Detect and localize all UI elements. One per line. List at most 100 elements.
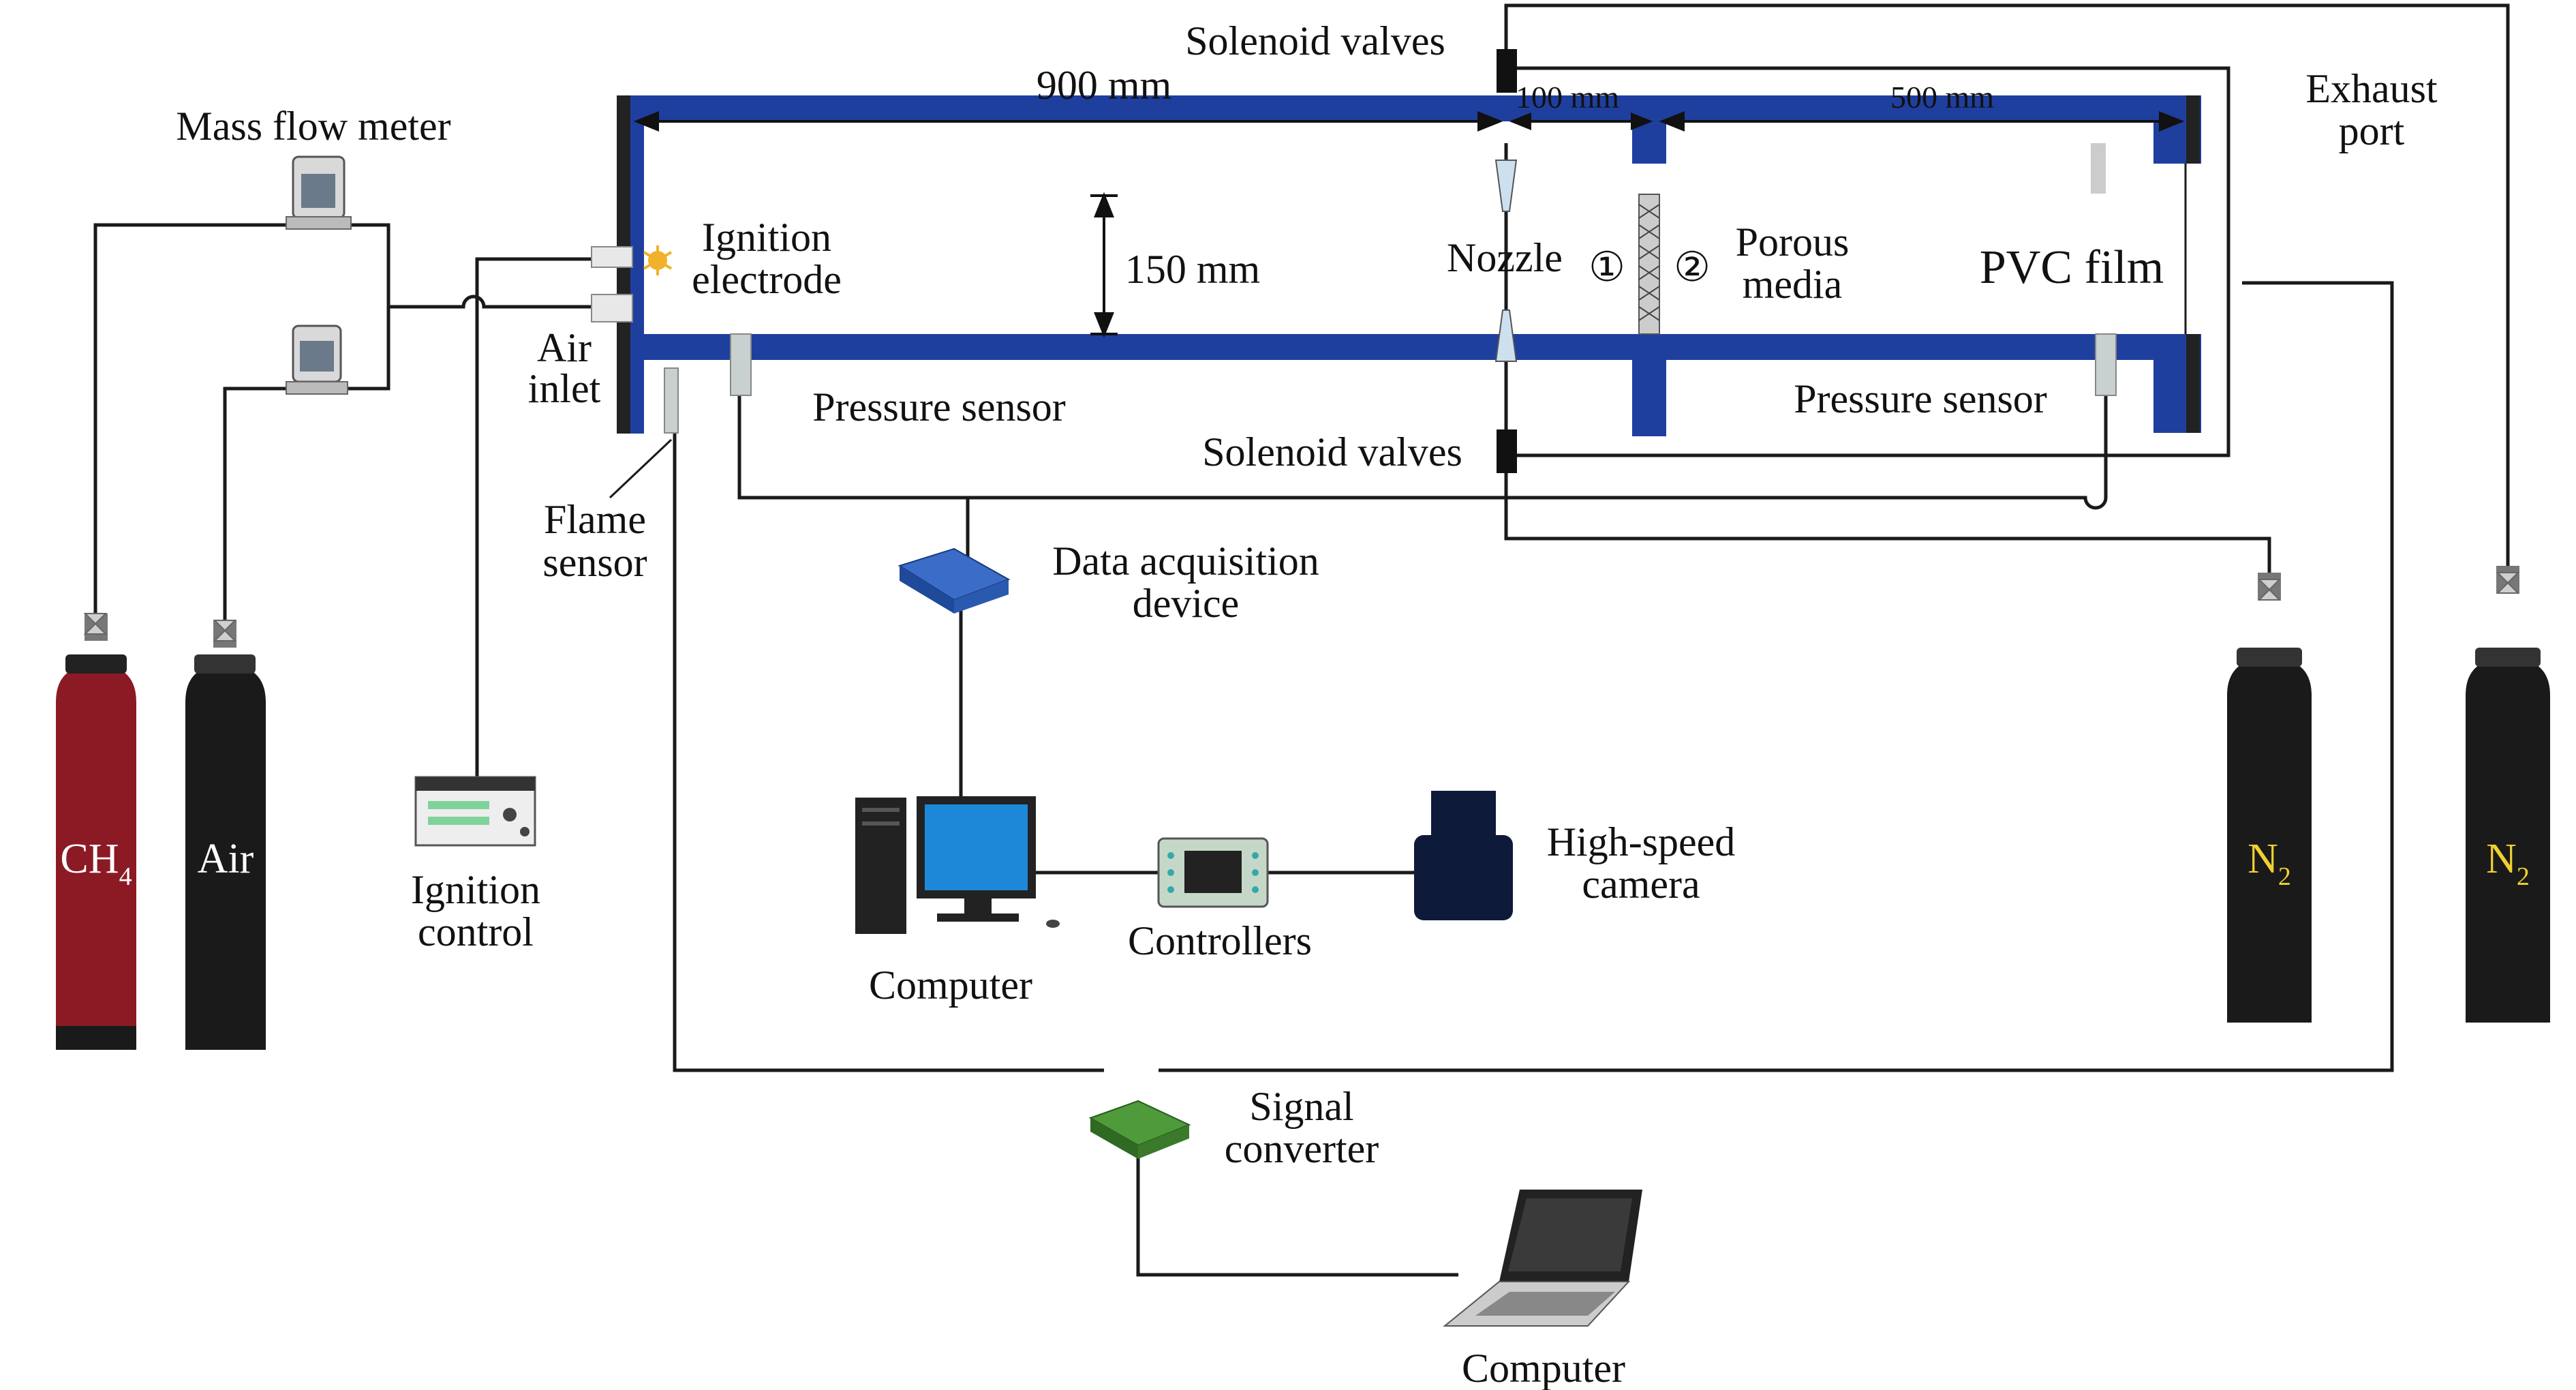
label-dim-150: 150 mm xyxy=(1125,247,1260,292)
bottom-solenoid-n2-line xyxy=(1504,470,2271,573)
flame-sensor xyxy=(664,367,679,434)
mixed-gas-line xyxy=(388,294,593,309)
porous-hatch xyxy=(1638,204,1660,321)
label-flame-1: Flame xyxy=(544,497,646,542)
porous-media xyxy=(1638,194,1660,335)
flame-sensor-leader xyxy=(609,438,673,499)
solenoid-valve-bottom xyxy=(1497,429,1517,473)
cylinder-air-label: Air xyxy=(198,836,254,882)
desktop-computer xyxy=(855,796,1060,934)
ch4-line xyxy=(93,223,293,614)
cylinder-ch4-label-sub: 4 xyxy=(119,862,132,891)
cylinder-n2-right-label-base: N xyxy=(2486,836,2517,882)
right-bottom-dark xyxy=(2186,334,2200,433)
dimension-lines xyxy=(633,111,2185,338)
upper-meter-out-line xyxy=(344,223,390,307)
cylinder-n2-left xyxy=(2227,573,2312,1023)
laptop-computer xyxy=(1443,1190,1642,1327)
label-computer-top: Computer xyxy=(869,963,1032,1008)
cylinder-air-label-base: Air xyxy=(198,836,254,882)
label-porous-1: Porous xyxy=(1736,220,1850,265)
cylinder-n2-left-label: N2 xyxy=(2248,836,2291,891)
dim-100-arrow-left xyxy=(1509,112,1531,130)
dim-500-arrow-left xyxy=(1659,111,1685,132)
label-exhaust-2: port xyxy=(2339,108,2405,153)
label-dim-100: 100 mm xyxy=(1516,80,1619,115)
label-mass-flow-meter: Mass flow meter xyxy=(176,104,450,149)
pvc-holder-top xyxy=(2091,143,2106,194)
cylinder-n2-left-body xyxy=(2227,658,2312,1023)
label-controllers: Controllers xyxy=(1128,918,1312,963)
label-solenoid-bottom: Solenoid valves xyxy=(1202,429,1462,474)
cylinder-n2-right-body xyxy=(2466,658,2550,1023)
top-flange xyxy=(1632,95,1666,164)
label-hs-camera-1: High-speed xyxy=(1547,819,1736,864)
air-line xyxy=(223,387,293,620)
signal-converter-device xyxy=(1088,1100,1191,1159)
solenoid-valve-top xyxy=(1497,49,1517,93)
pressure-sensor-left xyxy=(730,333,752,396)
tube-bottom-wall xyxy=(617,334,2198,360)
air-inlet-port xyxy=(591,294,633,322)
dim-150-arrow-top xyxy=(1094,192,1114,217)
nozzle-top xyxy=(1494,160,1518,212)
high-speed-camera xyxy=(1414,791,1513,920)
valve-ch4-icon xyxy=(83,613,108,635)
cylinder-ch4-label: CH4 xyxy=(60,836,132,891)
label-computer-bottom: Computer xyxy=(1462,1346,1625,1390)
label-dim-500: 500 mm xyxy=(1890,80,1994,115)
cylinder-valves xyxy=(83,572,2520,641)
label-signal-2: converter xyxy=(1225,1126,1379,1171)
ignition-port xyxy=(591,246,633,268)
mass-flow-meter-lower xyxy=(286,324,348,395)
text-labels: Solenoid valves 900 mm 100 mm 500 mm Exh… xyxy=(176,18,2438,1390)
pressure-left-daq-line xyxy=(737,382,2108,510)
bottom-flange xyxy=(1632,334,1666,436)
mass-flow-meter-upper xyxy=(286,155,352,230)
dim-100-arrow-right xyxy=(1631,112,1653,130)
label-air-inlet-1: Air xyxy=(537,325,592,370)
converter-laptop-line xyxy=(1136,1152,1458,1277)
label-dim-900: 900 mm xyxy=(1037,63,1171,108)
label-ignition-control-1: Ignition xyxy=(411,867,540,912)
pressure-sensor-right xyxy=(2095,333,2117,396)
label-region-2: ② xyxy=(1674,245,1711,290)
label-daq-1: Data acquisition xyxy=(1052,539,1319,584)
lower-meter-out-line xyxy=(341,307,390,391)
controller-device xyxy=(1157,837,1269,908)
cylinder-air-body xyxy=(185,665,266,1050)
label-air-inlet-2: inlet xyxy=(528,366,601,411)
cylinder-air xyxy=(185,620,266,1050)
right-top-dark xyxy=(2186,95,2200,164)
dim-500-arrow-right xyxy=(2159,111,2185,132)
label-flame-2: sensor xyxy=(542,540,647,585)
valve-n2-left-icon xyxy=(2257,579,2282,601)
label-pressure-sensor-left: Pressure sensor xyxy=(812,384,1066,429)
label-exhaust-1: Exhaust xyxy=(2305,66,2438,111)
label-daq-2: device xyxy=(1133,581,1240,626)
label-hs-camera-2: camera xyxy=(1582,862,1700,907)
cylinder-labels: CH4 Air N2 N2 xyxy=(60,836,2529,891)
cylinder-n2-right xyxy=(2466,566,2550,1023)
label-ignition-control-2: control xyxy=(418,909,534,954)
label-solenoid-top: Solenoid valves xyxy=(1185,18,1445,63)
label-pressure-sensor-right: Pressure sensor xyxy=(1794,376,2047,421)
label-signal-1: Signal xyxy=(1249,1084,1353,1129)
cylinder-ch4-label-base: CH xyxy=(60,836,119,882)
data-acquisition-device xyxy=(898,547,1011,614)
ignition-control-device xyxy=(414,776,536,847)
cylinder-ch4-body xyxy=(56,665,136,1050)
combustion-tube xyxy=(591,95,2201,436)
label-ignition-electrode-2: electrode xyxy=(692,257,842,302)
cylinder-n2-right-label: N2 xyxy=(2486,836,2530,891)
valve-air-icon xyxy=(213,620,237,641)
top-solenoid-n2-line xyxy=(1504,3,2510,566)
pvc-converter-line xyxy=(1159,281,2394,1072)
label-pvc-film: PVC film xyxy=(1980,241,2164,294)
cylinder-n2-left-label-base: N xyxy=(2248,836,2278,882)
cylinder-n2-left-label-sub: 2 xyxy=(2278,862,2291,891)
connection-lines xyxy=(93,3,2510,1277)
ignition-control-line xyxy=(475,257,593,777)
